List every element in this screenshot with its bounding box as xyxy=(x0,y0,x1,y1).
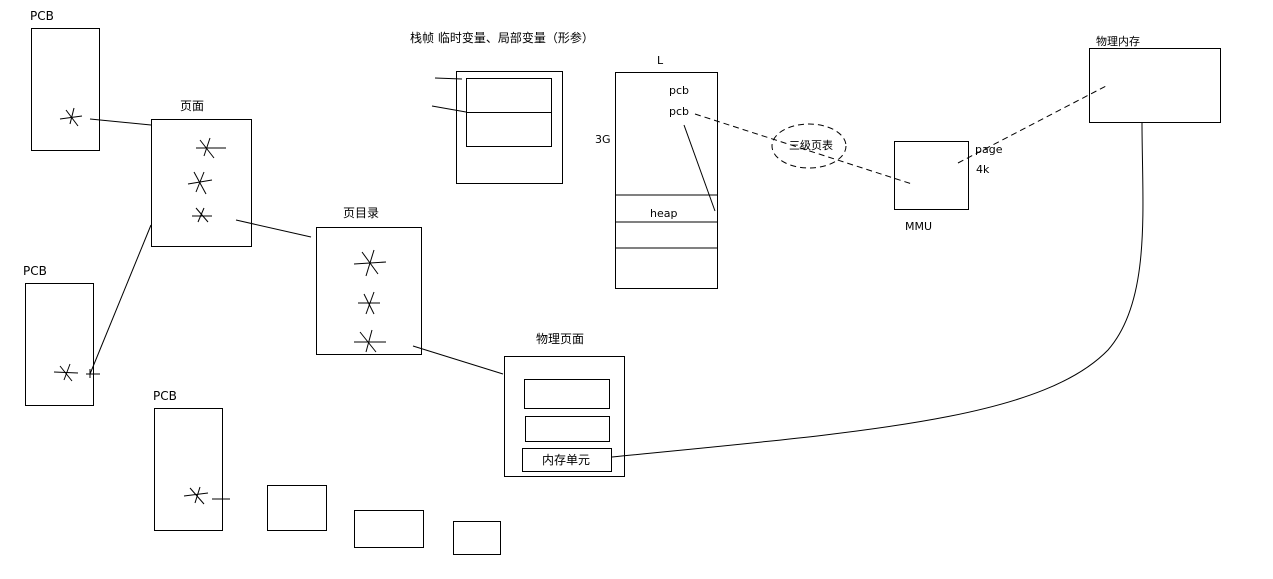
mmu-box xyxy=(894,141,969,210)
four-k-label: 4k xyxy=(976,163,990,176)
three-g-label: 3G xyxy=(595,133,611,146)
pointer-mark-directory-3 xyxy=(354,329,386,353)
connector-directory-to-physical-page xyxy=(412,345,504,375)
stack-frame-label: 栈帧 临时变量、局部变量（形参） xyxy=(410,31,594,45)
physical-page-cell-2 xyxy=(525,416,610,442)
page-directory-label: 页目录 xyxy=(343,206,380,220)
physical-memory-box xyxy=(1089,48,1221,123)
pointer-mark-page-table-1 xyxy=(196,137,226,159)
stack-arrow-upper xyxy=(434,77,463,80)
page-table-label: 页面 xyxy=(180,99,205,113)
dashed-pcb-to-mmu xyxy=(694,113,913,185)
page-table-box xyxy=(151,119,252,247)
small-box-3 xyxy=(453,521,501,555)
physical-page-box xyxy=(504,356,625,477)
connector-pcb-top-to-page-table xyxy=(89,118,152,126)
three-level-page-table-ellipse xyxy=(771,123,847,169)
physical-page-cell-1 xyxy=(524,379,610,409)
physical-memory-label: 物理内存 xyxy=(1096,35,1140,48)
small-box-1 xyxy=(267,485,327,531)
pcb-text-1: pcb xyxy=(669,84,690,97)
dashed-mmu-to-physical-memory xyxy=(957,85,1107,164)
memory-cell-label: 内存单元 xyxy=(542,453,591,467)
pointer-mark-page-table-2 xyxy=(187,171,213,195)
stack-arrow-lower xyxy=(431,105,467,113)
stack-frame-box xyxy=(456,71,563,184)
pcb-box-bottom xyxy=(154,408,223,531)
pointer-mark-page-table-3 xyxy=(192,207,212,223)
connector-pcb-mid-to-page-table xyxy=(89,224,152,375)
pcb-text-2: pcb xyxy=(669,105,690,118)
connector-page-table-to-directory xyxy=(235,219,312,238)
connector-pcb-to-heap xyxy=(683,124,716,212)
address-space-column xyxy=(615,72,718,289)
stack-frame-slot-2 xyxy=(466,112,552,147)
memory-cell-box xyxy=(522,448,612,472)
pcb-label-mid: PCB xyxy=(23,264,47,278)
mmu-label: MMU xyxy=(905,220,933,233)
pointer-mark-pcb-top xyxy=(59,107,83,127)
pointer-mark-pcb-bottom xyxy=(183,486,230,505)
physical-page-label: 物理页面 xyxy=(536,332,585,346)
page-directory-box xyxy=(316,227,422,355)
pointer-mark-directory-1 xyxy=(353,249,387,277)
pcb-label-bottom: PCB xyxy=(153,389,177,403)
pcb-box-mid xyxy=(25,283,94,406)
heap-label: heap xyxy=(650,207,678,220)
three-level-page-table-label: 三级页表 xyxy=(789,139,833,152)
stack-top-label: L xyxy=(657,54,664,67)
pointer-mark-directory-2 xyxy=(358,291,380,315)
page-size-label: page xyxy=(975,143,1003,156)
pcb-box-top xyxy=(31,28,100,151)
connector-memory-cell-to-physical-memory xyxy=(611,121,1144,458)
small-box-2 xyxy=(354,510,424,548)
pcb-label-top: PCB xyxy=(30,9,54,23)
stack-frame-slot-1 xyxy=(466,78,552,113)
